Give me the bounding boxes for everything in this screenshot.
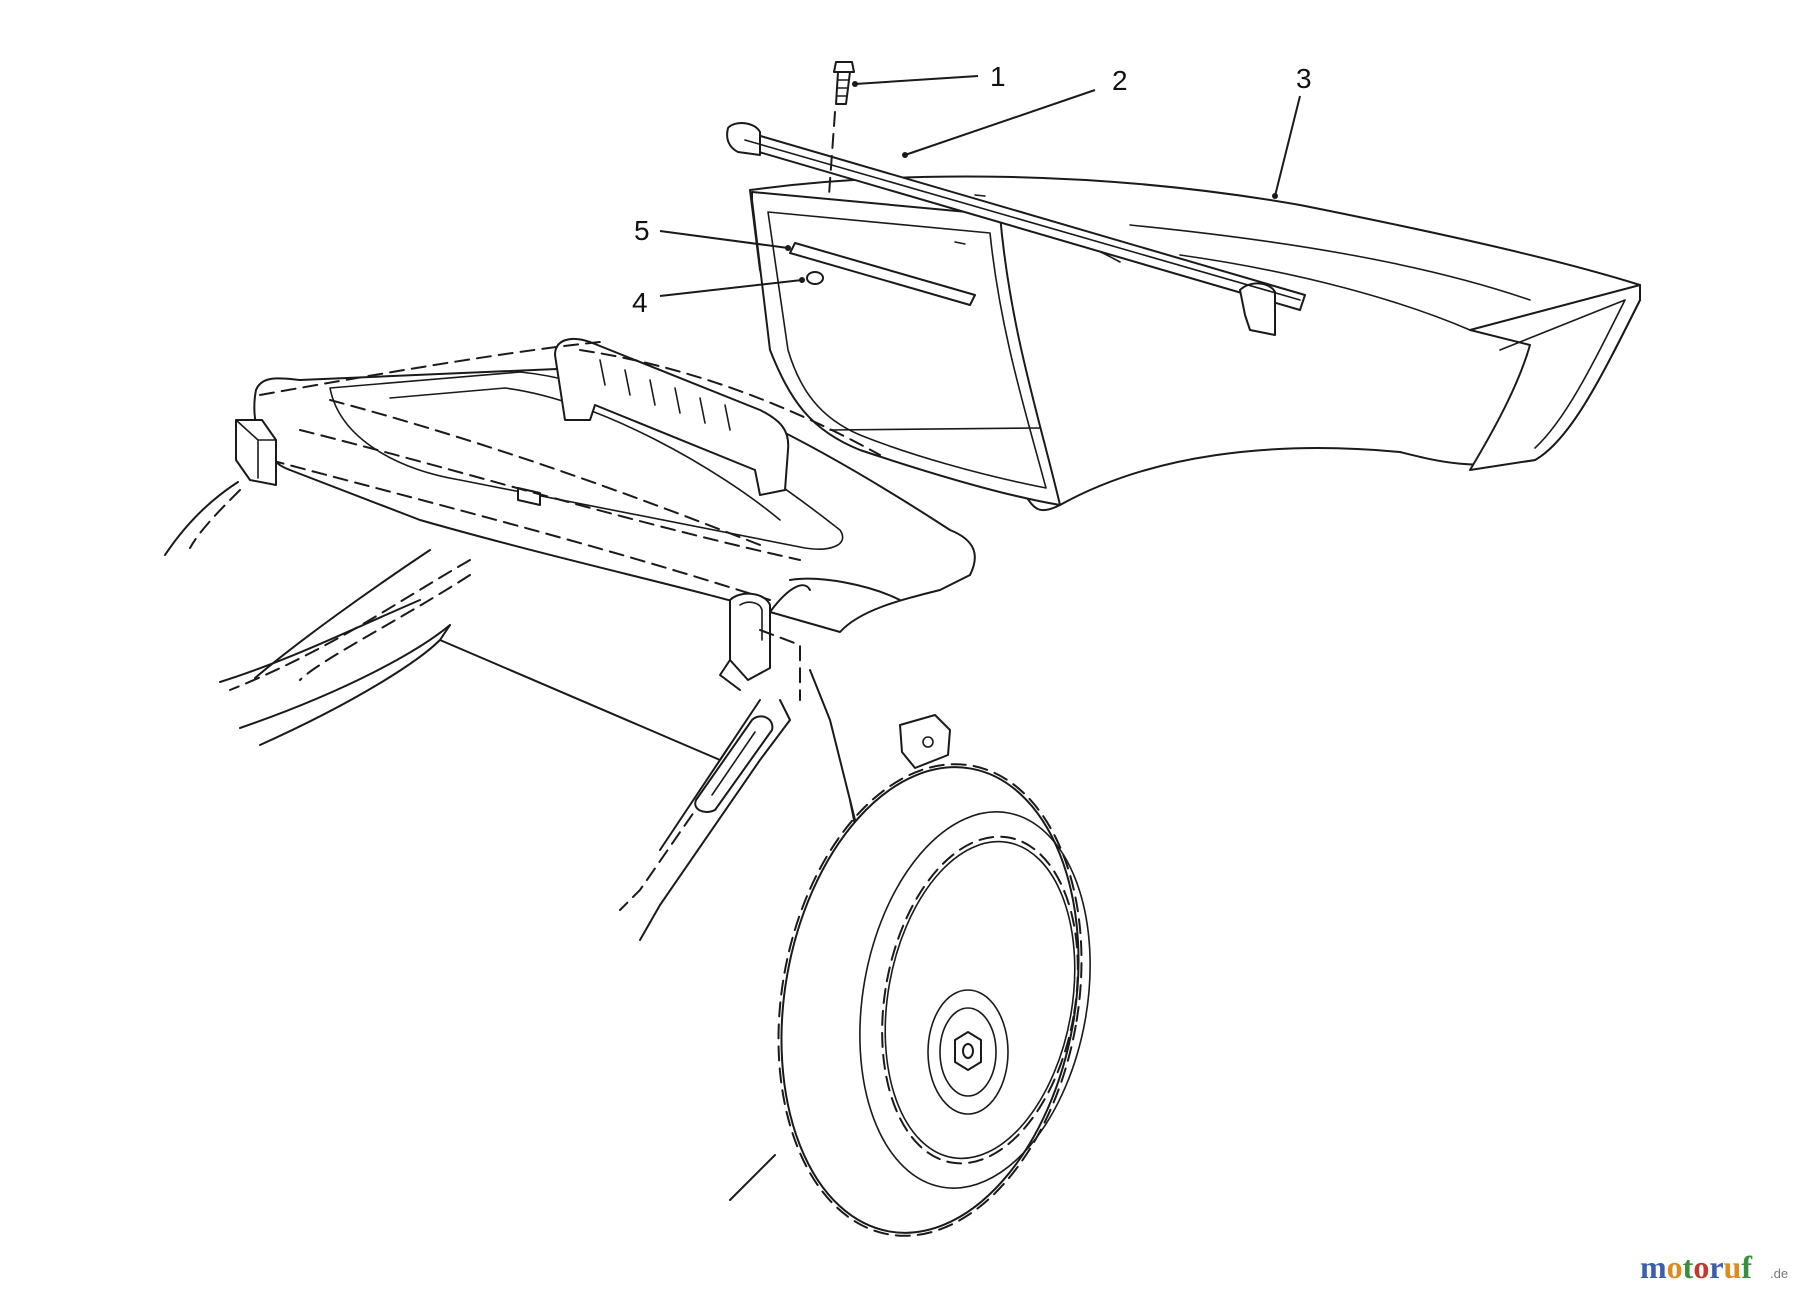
watermark-letter: o — [1667, 1249, 1683, 1285]
leader-1 — [854, 75, 979, 85]
watermark-letter: r — [1709, 1249, 1723, 1285]
watermark-letter: u — [1724, 1249, 1742, 1285]
callout-5: 5 — [634, 215, 650, 246]
watermark-letter: t — [1683, 1249, 1694, 1285]
hidden-edges — [259, 341, 881, 601]
rear-door — [253, 337, 976, 633]
left-hinge — [164, 419, 277, 556]
watermark-letter: o — [1693, 1249, 1709, 1285]
axle-bracket-upper — [899, 714, 951, 769]
mower-deck — [219, 549, 941, 941]
watermark-suffix: .de — [1770, 1266, 1788, 1281]
bag-handle-bar — [726, 122, 1306, 336]
watermark-logo: motoruf .de — [1640, 1249, 1788, 1285]
rear-wheel — [729, 763, 1091, 1237]
grass-bag — [749, 175, 1641, 512]
bolt — [828, 61, 855, 196]
leader-4 — [659, 279, 803, 297]
watermark-letter: m — [1640, 1249, 1667, 1285]
callout-1: 1 — [990, 61, 1006, 92]
callout-4: 4 — [632, 287, 648, 318]
leader-lines — [659, 75, 1301, 297]
leader-3 — [1274, 95, 1301, 197]
watermark-letter: f — [1741, 1249, 1752, 1285]
callout-3: 3 — [1296, 63, 1312, 94]
leader-5 — [659, 230, 789, 249]
retaining-plate — [789, 242, 976, 306]
watermark-word: motoruf — [1640, 1249, 1752, 1285]
nut — [806, 271, 824, 285]
callout-2: 2 — [1112, 65, 1128, 96]
callout-labels: 1 2 3 5 4 — [632, 61, 1312, 318]
right-hinge — [719, 592, 801, 701]
leader-2 — [904, 89, 1096, 156]
